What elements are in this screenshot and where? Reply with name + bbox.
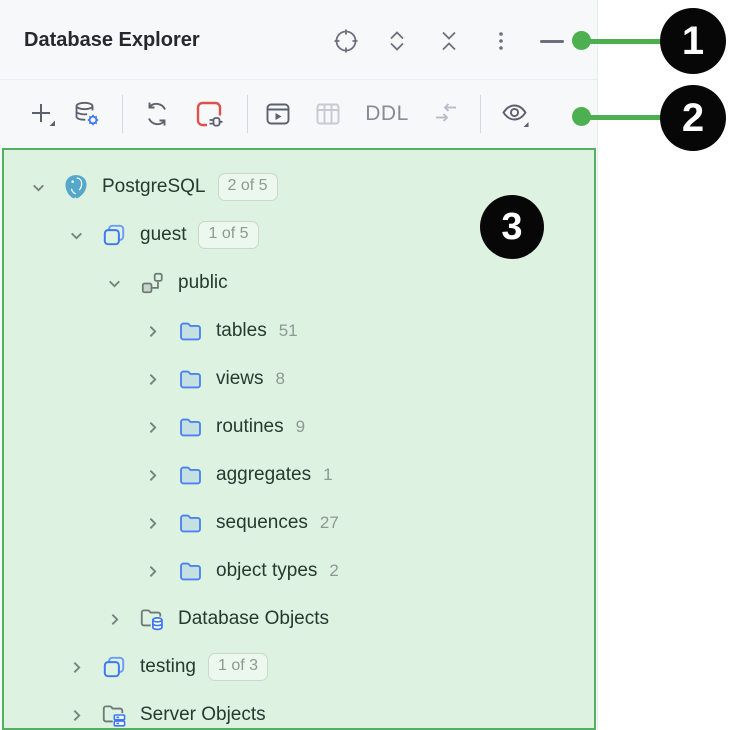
tree-item-label: testing	[140, 656, 196, 677]
schema-count-badge: 1 of 5	[198, 221, 259, 249]
chevron-down-icon[interactable]	[66, 225, 86, 245]
toolbar-separator	[480, 95, 481, 133]
folder-icon	[176, 413, 204, 441]
chevron-right-icon[interactable]	[66, 657, 86, 677]
tree-item-label: guest	[140, 224, 187, 245]
tree-item-label: routines	[216, 416, 284, 437]
open-table-icon	[309, 95, 347, 133]
collapse-all-icon[interactable]	[431, 23, 467, 59]
chevron-right-icon[interactable]	[142, 321, 162, 341]
postgresql-icon	[62, 173, 90, 201]
folder-database-icon	[138, 605, 166, 633]
chevron-right-icon[interactable]	[104, 609, 124, 629]
item-count: 8	[275, 369, 285, 388]
callout-2-connector-dot	[572, 107, 591, 126]
callout-1: 1	[660, 8, 726, 74]
refresh-icon[interactable]	[138, 95, 176, 133]
jump-to-query-console-icon[interactable]	[259, 95, 297, 133]
callout-1-connector-line	[582, 39, 664, 44]
jump-to-editor-icon	[427, 95, 465, 133]
database-explorer-panel: Database Explorer	[0, 0, 598, 730]
hide-panel-icon[interactable]	[540, 40, 564, 43]
tree-item-label: Database Objects	[178, 608, 330, 629]
item-count: 2	[329, 561, 339, 580]
toolbar-separator	[247, 95, 248, 133]
chevron-down-icon[interactable]	[28, 177, 48, 197]
database-tree: PostgreSQL 2 of 5 guest 1 of 5	[4, 150, 594, 728]
tree-row-tables[interactable]: tables 51	[4, 307, 594, 355]
expand-all-icon[interactable]	[379, 23, 415, 59]
chevron-down-icon[interactable]	[104, 273, 124, 293]
ddl-label: DDL	[365, 102, 409, 125]
panel-title: Database Explorer	[24, 28, 200, 51]
callout-1-number: 1	[681, 18, 705, 63]
connection-count-badge: 2 of 5	[217, 173, 278, 201]
tree-row-sequences[interactable]: sequences 27	[4, 499, 594, 547]
schema-count-badge: 1 of 3	[207, 653, 269, 681]
tree-item-label: public	[178, 272, 228, 293]
tree-row-routines[interactable]: routines 9	[4, 403, 594, 451]
chevron-right-icon[interactable]	[142, 513, 162, 533]
chevron-right-icon[interactable]	[142, 465, 162, 485]
item-count: 9	[295, 417, 306, 436]
item-count: 27	[319, 513, 339, 532]
new-item-icon[interactable]	[23, 95, 61, 133]
tree-row-aggregates[interactable]: aggregates 1	[4, 451, 594, 499]
callout-3: 3	[480, 195, 544, 259]
tree-item-label: views	[216, 368, 264, 389]
tree-item-label: object types	[216, 560, 318, 581]
tree-row-guest[interactable]: guest 1 of 5	[4, 211, 594, 259]
folder-icon	[176, 557, 204, 585]
locate-icon[interactable]	[328, 23, 364, 59]
data-source-properties-icon[interactable]	[68, 95, 106, 133]
database-icon	[100, 221, 128, 249]
view-options-icon[interactable]	[496, 95, 534, 133]
callout-2-connector-line	[582, 115, 664, 120]
item-count: 1	[323, 465, 333, 484]
panel-toolbar: DDL	[0, 80, 597, 147]
ddl-button: DDL	[364, 95, 410, 133]
item-count: 51	[278, 321, 298, 340]
tree-item-label: sequences	[216, 512, 308, 533]
chevron-right-icon[interactable]	[142, 561, 162, 581]
panel-header: Database Explorer	[0, 0, 597, 80]
folder-icon	[176, 365, 204, 393]
tree-row-object-types[interactable]: object types 2	[4, 547, 594, 595]
tree-row-server-objects[interactable]: Server Objects	[4, 691, 594, 728]
folder-server-icon	[100, 701, 128, 728]
schema-icon	[138, 269, 166, 297]
callout-2-number: 2	[681, 95, 705, 140]
callout-1-connector-dot	[572, 31, 591, 50]
disconnect-icon[interactable]	[190, 95, 228, 133]
folder-icon	[176, 317, 204, 345]
chevron-right-icon[interactable]	[66, 705, 86, 725]
tree-item-label: Server Objects	[140, 704, 266, 725]
tree-row-database-objects[interactable]: Database Objects	[4, 595, 594, 643]
folder-icon	[176, 461, 204, 489]
tree-row-views[interactable]: views 8	[4, 355, 594, 403]
tree-item-label: aggregates	[216, 464, 312, 485]
chevron-right-icon[interactable]	[142, 417, 162, 437]
database-icon	[100, 653, 128, 681]
tree-row-public[interactable]: public	[4, 259, 594, 307]
tree-row-testing[interactable]: testing 1 of 3	[4, 643, 594, 691]
folder-icon	[176, 509, 204, 537]
callout-3-number: 3	[501, 205, 523, 248]
more-options-icon[interactable]	[483, 23, 519, 59]
chevron-right-icon[interactable]	[142, 369, 162, 389]
tree-item-label: PostgreSQL	[102, 176, 206, 197]
tree-item-label: tables	[216, 320, 267, 341]
callout-2: 2	[660, 85, 726, 151]
toolbar-separator	[122, 95, 123, 133]
tree-row-postgresql[interactable]: PostgreSQL 2 of 5	[4, 163, 594, 211]
